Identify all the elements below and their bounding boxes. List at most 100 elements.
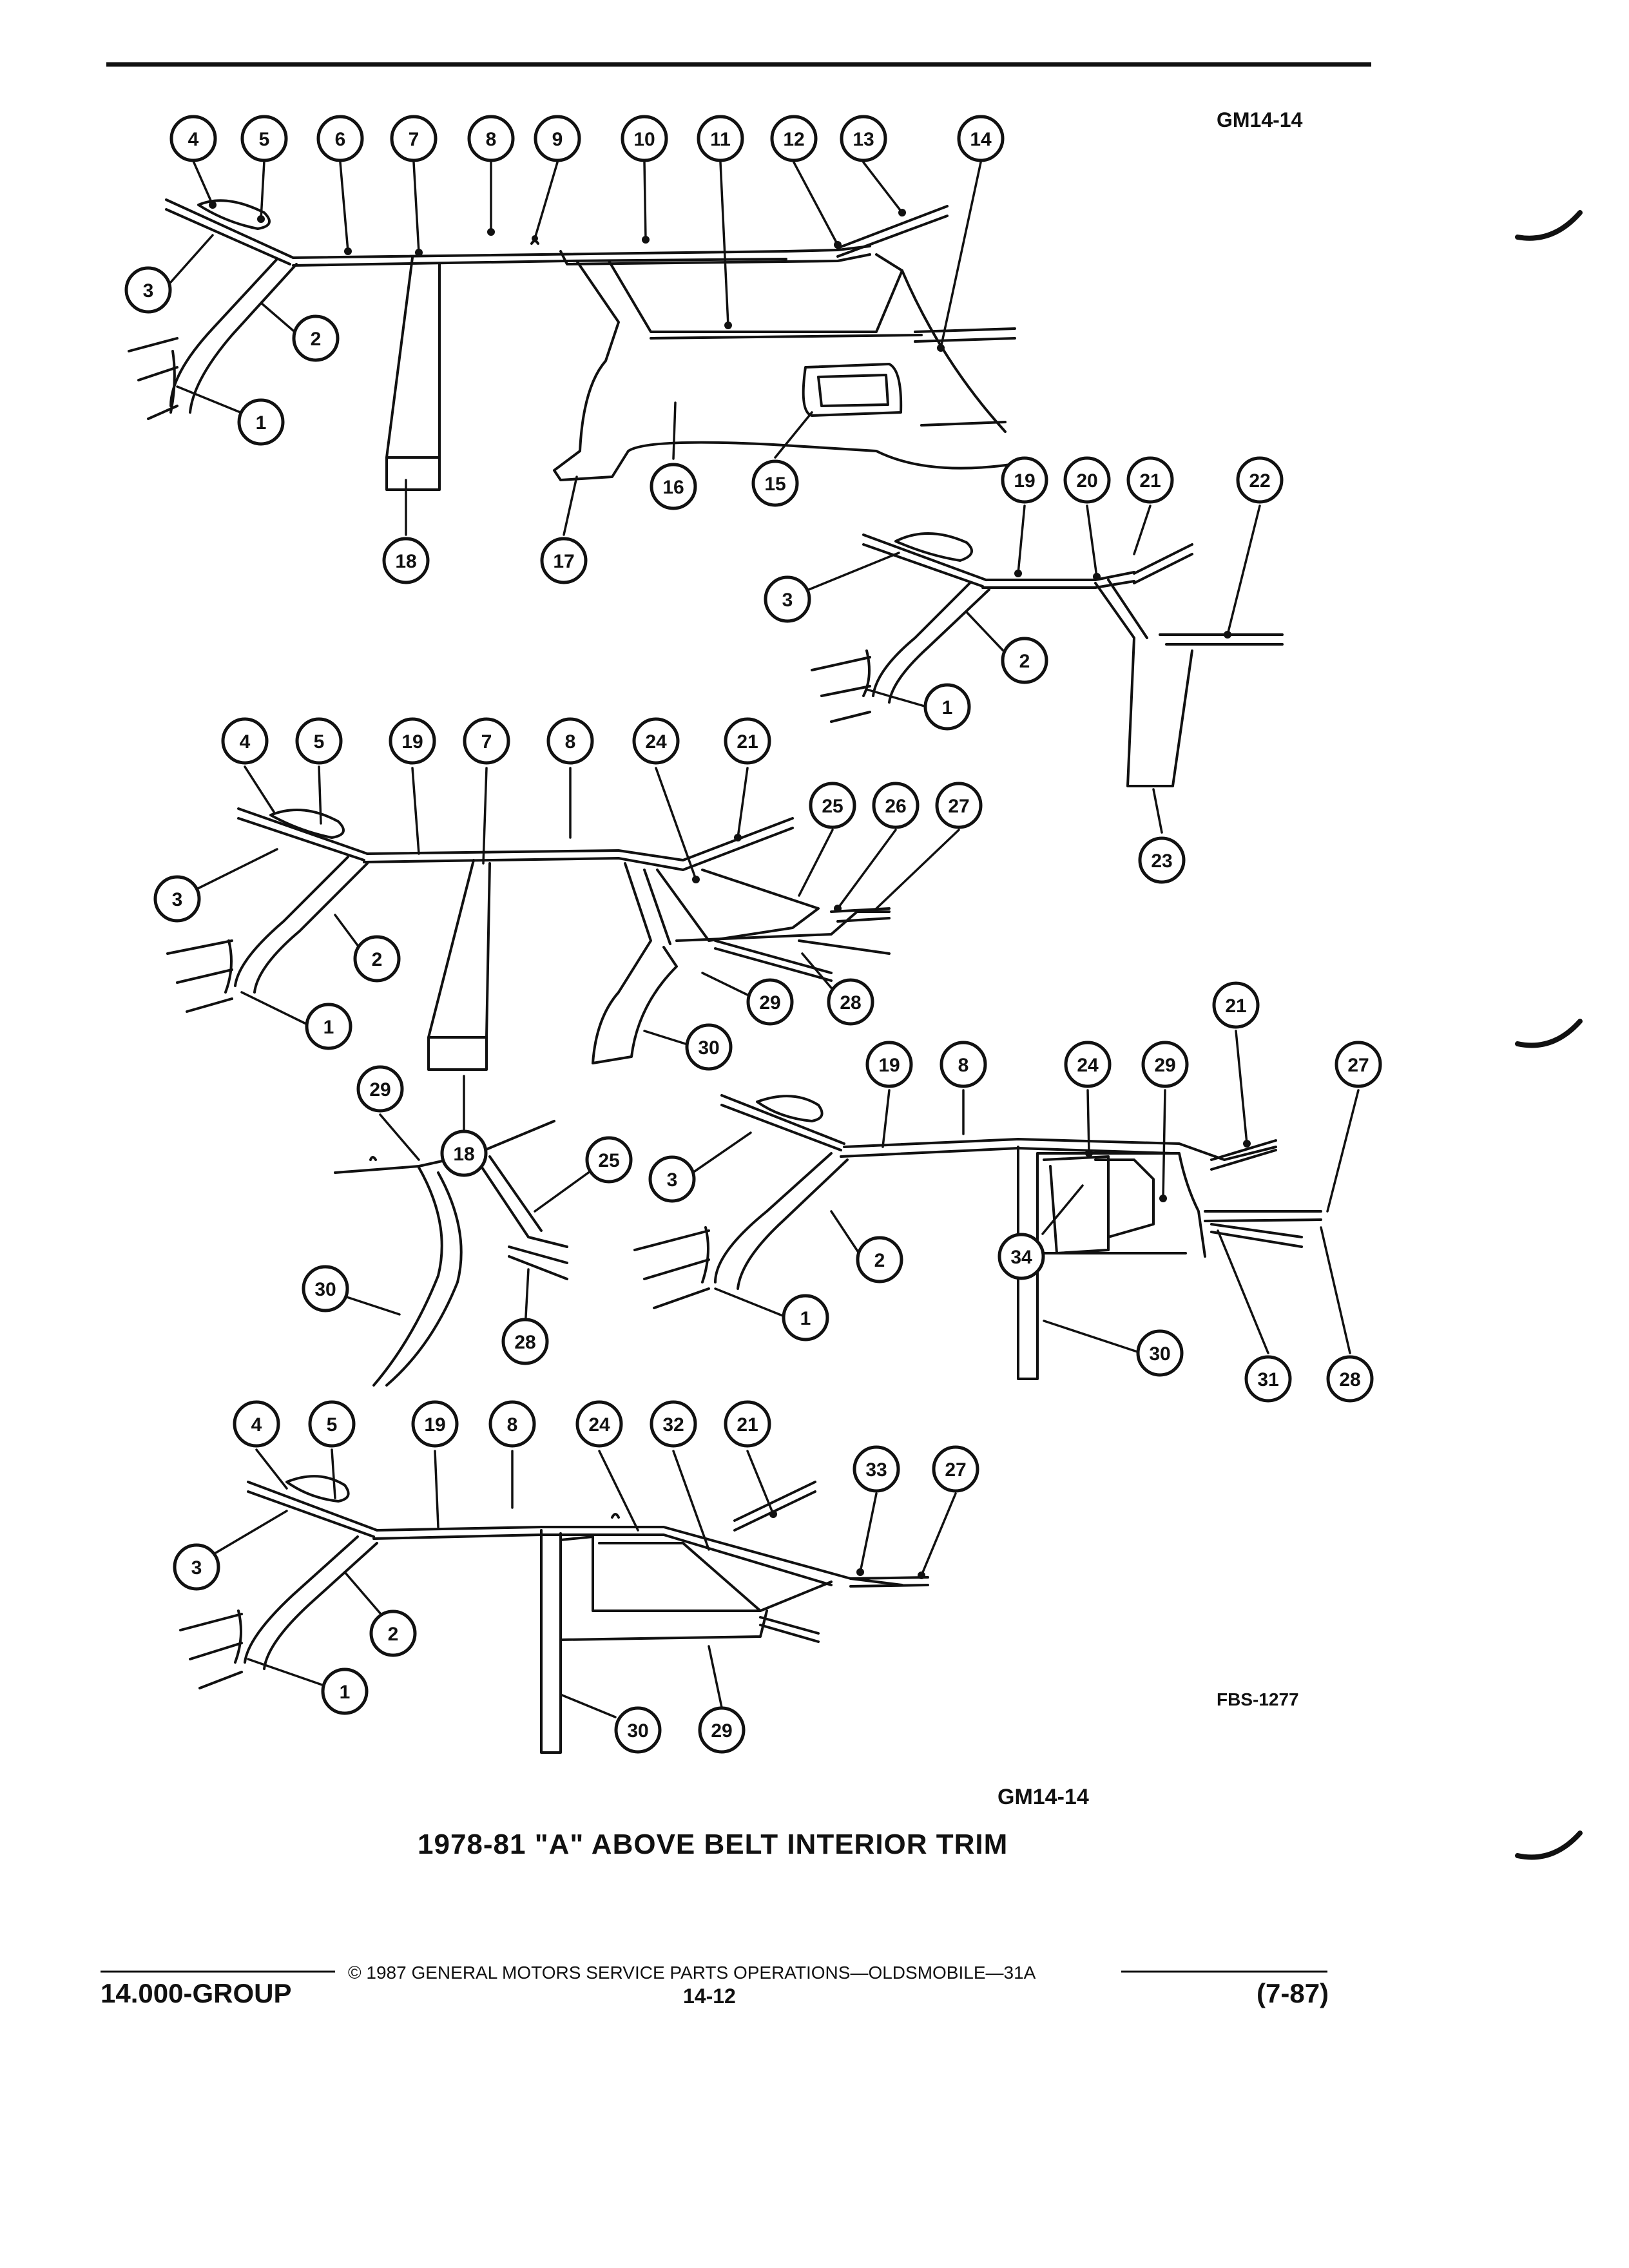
callout-circle: [685, 1023, 733, 1071]
callout-circle: [856, 1236, 903, 1283]
callout-28: 28: [827, 978, 874, 1026]
callout-number: 33: [865, 1459, 887, 1481]
callout-27: 27: [932, 1445, 979, 1493]
callout-number: 29: [711, 1720, 732, 1742]
callout-29: 29: [1141, 1041, 1189, 1088]
callout-4: 4: [233, 1400, 280, 1448]
callout-circle: [698, 1706, 746, 1754]
callout-circle: [585, 1136, 633, 1184]
callout-24: 24: [575, 1400, 623, 1448]
callout-number: 2: [388, 1624, 399, 1645]
callout-9: 9: [534, 115, 581, 162]
view-1-wagon: [128, 198, 1016, 491]
callout-number: 19: [878, 1055, 900, 1076]
callout-circle: [648, 1155, 696, 1203]
callout-number: 16: [662, 477, 684, 498]
callout-circle: [840, 115, 887, 162]
callout-18: 18: [440, 1129, 488, 1177]
callout-number: 18: [453, 1144, 474, 1165]
callout-4: 4: [169, 115, 217, 162]
drawing-number: FBS-1277: [1217, 1689, 1299, 1709]
callout-number: 30: [1149, 1343, 1170, 1365]
callout-number: 30: [698, 1037, 719, 1059]
callout-number: 29: [369, 1079, 390, 1100]
callout-23: 23: [1138, 836, 1186, 884]
callout-19: 19: [389, 717, 436, 765]
callout-circle: [935, 782, 983, 829]
callout-number: 21: [1139, 470, 1161, 492]
callout-number: 3: [143, 280, 154, 302]
callout-circle: [697, 115, 744, 162]
callout-13: 13: [840, 115, 887, 162]
callout-number: 28: [514, 1332, 535, 1353]
callout-circle: [240, 115, 288, 162]
callout-circle: [932, 1445, 979, 1493]
callout-4: 4: [221, 717, 269, 765]
callout-3: 3: [173, 1543, 220, 1591]
callout-circle: [390, 115, 438, 162]
callout-number: 3: [667, 1169, 678, 1191]
view-5-coupe-window: [633, 1094, 1322, 1380]
callout-number: 19: [424, 1414, 445, 1436]
callout-27: 27: [1335, 1041, 1382, 1088]
callout-19: 19: [865, 1041, 913, 1088]
callout-number: 14: [970, 129, 992, 150]
callout-10: 10: [621, 115, 668, 162]
callout-number: 32: [662, 1414, 684, 1436]
callout-number: 8: [507, 1414, 518, 1436]
callout-circle: [957, 115, 1005, 162]
view-6-hardtop: [179, 1475, 929, 1754]
callout-21: 21: [724, 717, 771, 765]
callout-circle: [764, 575, 811, 623]
callout-circle: [488, 1400, 536, 1448]
callout-number: 8: [486, 129, 497, 150]
callout-circle: [308, 1400, 356, 1448]
callout-circle: [865, 1041, 913, 1088]
callout-circle: [1126, 456, 1174, 504]
callout-number: 10: [633, 129, 655, 150]
callout-circle: [1136, 1329, 1184, 1377]
callout-number: 2: [1019, 651, 1030, 672]
callout-number: 1: [942, 697, 953, 718]
callout-number: 13: [853, 129, 874, 150]
callout-2: 2: [1001, 637, 1048, 684]
callout-21: 21: [1212, 981, 1260, 1029]
callout-number: 29: [1154, 1055, 1175, 1076]
callout-26: 26: [872, 782, 920, 829]
callout-3: 3: [124, 266, 172, 314]
callout-number: 1: [800, 1308, 811, 1329]
callout-circle: [305, 1003, 352, 1050]
callout-14: 14: [957, 115, 1005, 162]
callout-circle: [382, 537, 430, 584]
callout-number: 2: [874, 1250, 885, 1271]
callout-16: 16: [650, 463, 697, 510]
callout-number: 22: [1249, 470, 1270, 492]
callout-number: 24: [588, 1414, 610, 1436]
callout-number: 8: [958, 1055, 969, 1076]
callout-circle: [302, 1265, 349, 1312]
callout-2: 2: [353, 935, 401, 983]
callout-circle: [1212, 981, 1260, 1029]
callout-circle: [1244, 1355, 1292, 1403]
callout-2: 2: [856, 1236, 903, 1283]
callout-circle: [650, 463, 697, 510]
callout-31: 31: [1244, 1355, 1292, 1403]
callout-circle: [316, 115, 364, 162]
callout-number: 4: [251, 1414, 262, 1436]
view-2-coupe: [811, 532, 1284, 787]
callout-8: 8: [940, 1041, 987, 1088]
page-number: 14-12: [683, 1984, 736, 2008]
callout-number: 25: [598, 1150, 619, 1171]
callout-number: 28: [1339, 1369, 1360, 1390]
callout-5: 5: [240, 115, 288, 162]
callout-29: 29: [698, 1706, 746, 1754]
callout-2: 2: [369, 1610, 417, 1657]
callout-number: 30: [314, 1279, 336, 1300]
callout-circle: [467, 115, 515, 162]
callout-circle: [923, 683, 971, 731]
callout-7: 7: [463, 717, 510, 765]
callout-number: 8: [565, 731, 576, 753]
callout-number: 27: [1347, 1055, 1369, 1076]
callout-18: 18: [382, 537, 430, 584]
